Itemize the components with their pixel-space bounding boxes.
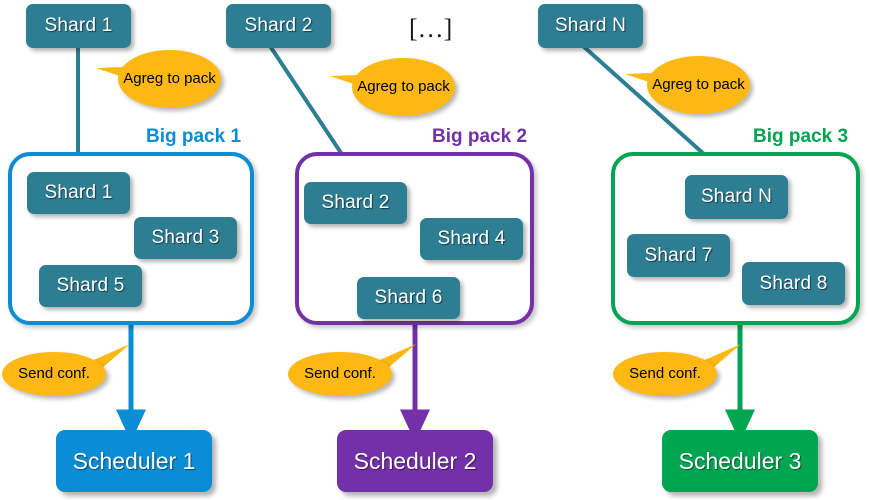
pack3-shard-8-label: Shard 8 bbox=[759, 272, 828, 294]
send-conf-callout-1[interactable]: Send conf. bbox=[2, 340, 136, 396]
pack1-shard-5-label: Shard 5 bbox=[56, 275, 125, 296]
pack2-shard-6-label: Shard 6 bbox=[374, 287, 443, 308]
pack1-shard-1-label: Shard 1 bbox=[44, 182, 113, 203]
pack1-shard-3-label: Shard 3 bbox=[151, 227, 220, 248]
send-conf-callout-1-bubble: Send conf. bbox=[2, 352, 106, 396]
agreg-callout-1[interactable]: Agreg to pack bbox=[96, 50, 221, 108]
pack2-shard-2[interactable]: Shard 2 bbox=[304, 182, 407, 224]
ellipsis-marker: […] bbox=[409, 14, 453, 43]
send-conf-callout-3-label: Send conf. bbox=[629, 365, 701, 383]
pack2-shard-4-label: Shard 4 bbox=[437, 228, 506, 249]
agreg-callout-2-label: Agreg to pack bbox=[357, 78, 450, 96]
pack1-shard-5[interactable]: Shard 5 bbox=[39, 265, 142, 307]
scheduler-3-label: Scheduler 3 bbox=[678, 447, 802, 474]
agreg-callout-3[interactable]: Agreg to pack bbox=[625, 56, 750, 114]
send-conf-callout-1-label: Send conf. bbox=[18, 365, 90, 383]
send-conf-callout-2-bubble: Send conf. bbox=[288, 352, 392, 396]
scheduler-2-label: Scheduler 2 bbox=[353, 447, 477, 474]
scheduler-1-label: Scheduler 1 bbox=[72, 447, 196, 474]
pack3-shard-8[interactable]: Shard 8 bbox=[742, 262, 845, 305]
big-pack-1-title: Big pack 1 bbox=[146, 126, 242, 147]
big-pack-2-title: Big pack 2 bbox=[432, 126, 528, 147]
source-shard-2[interactable]: Shard 2 bbox=[226, 4, 331, 48]
pack2-shard-4[interactable]: Shard 4 bbox=[420, 218, 523, 260]
agreg-callout-1-label: Agreg to pack bbox=[123, 70, 216, 88]
send-conf-callout-3-bubble: Send conf. bbox=[613, 352, 717, 396]
pack3-shard-7-label: Shard 7 bbox=[644, 244, 713, 266]
pack3-shard-n[interactable]: Shard N bbox=[685, 175, 788, 219]
send-conf-callout-2-label: Send conf. bbox=[304, 365, 376, 383]
pack1-shard-3[interactable]: Shard 3 bbox=[134, 217, 237, 259]
pack3-shard-n-label: Shard N bbox=[700, 186, 773, 207]
big-pack-3-title: Big pack 3 bbox=[753, 126, 849, 147]
scheduler-2[interactable]: Scheduler 2 bbox=[337, 430, 493, 492]
send-conf-callout-2[interactable]: Send conf. bbox=[288, 340, 422, 396]
agreg-callout-1-bubble: Agreg to pack bbox=[118, 50, 221, 108]
send-conf-callout-3[interactable]: Send conf. bbox=[613, 340, 747, 396]
agreg-callout-2-bubble: Agreg to pack bbox=[352, 58, 455, 116]
scheduler-3[interactable]: Scheduler 3 bbox=[662, 430, 818, 492]
source-shard-1-label: Shard 1 bbox=[44, 15, 113, 36]
scheduler-1[interactable]: Scheduler 1 bbox=[56, 430, 212, 492]
agreg-callout-3-bubble: Agreg to pack bbox=[647, 56, 750, 114]
source-shard-n-label: Shard N bbox=[554, 15, 627, 36]
source-shard-n[interactable]: Shard N bbox=[538, 4, 643, 48]
source-shard-1[interactable]: Shard 1 bbox=[26, 4, 131, 48]
agreg-callout-3-label: Agreg to pack bbox=[652, 76, 745, 94]
source-shard-2-label: Shard 2 bbox=[244, 15, 313, 36]
pack2-shard-6[interactable]: Shard 6 bbox=[357, 277, 460, 319]
agreg-callout-2[interactable]: Agreg to pack bbox=[330, 58, 455, 116]
pack1-shard-1[interactable]: Shard 1 bbox=[27, 172, 130, 214]
pack3-shard-7[interactable]: Shard 7 bbox=[627, 234, 730, 277]
pack2-shard-2-label: Shard 2 bbox=[321, 192, 390, 213]
